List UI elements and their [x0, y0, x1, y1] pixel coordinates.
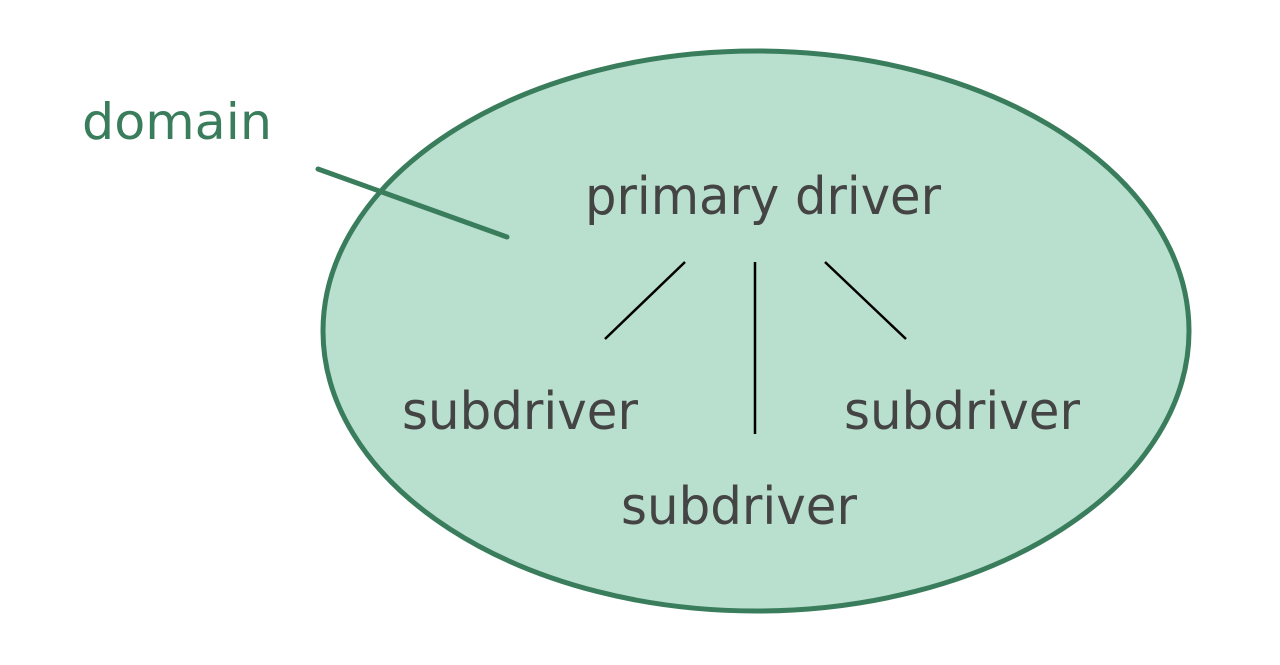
subdriver-left-label: subdriver	[402, 382, 639, 442]
domain-pointer-line	[315, 166, 510, 240]
subdriver-right-label: subdriver	[844, 382, 1081, 442]
domain-label: domain	[82, 93, 272, 151]
connector-left	[604, 261, 686, 340]
subdriver-center-label: subdriver	[621, 477, 858, 537]
connector-right	[824, 261, 907, 340]
primary-driver-label: primary driver	[585, 167, 942, 227]
